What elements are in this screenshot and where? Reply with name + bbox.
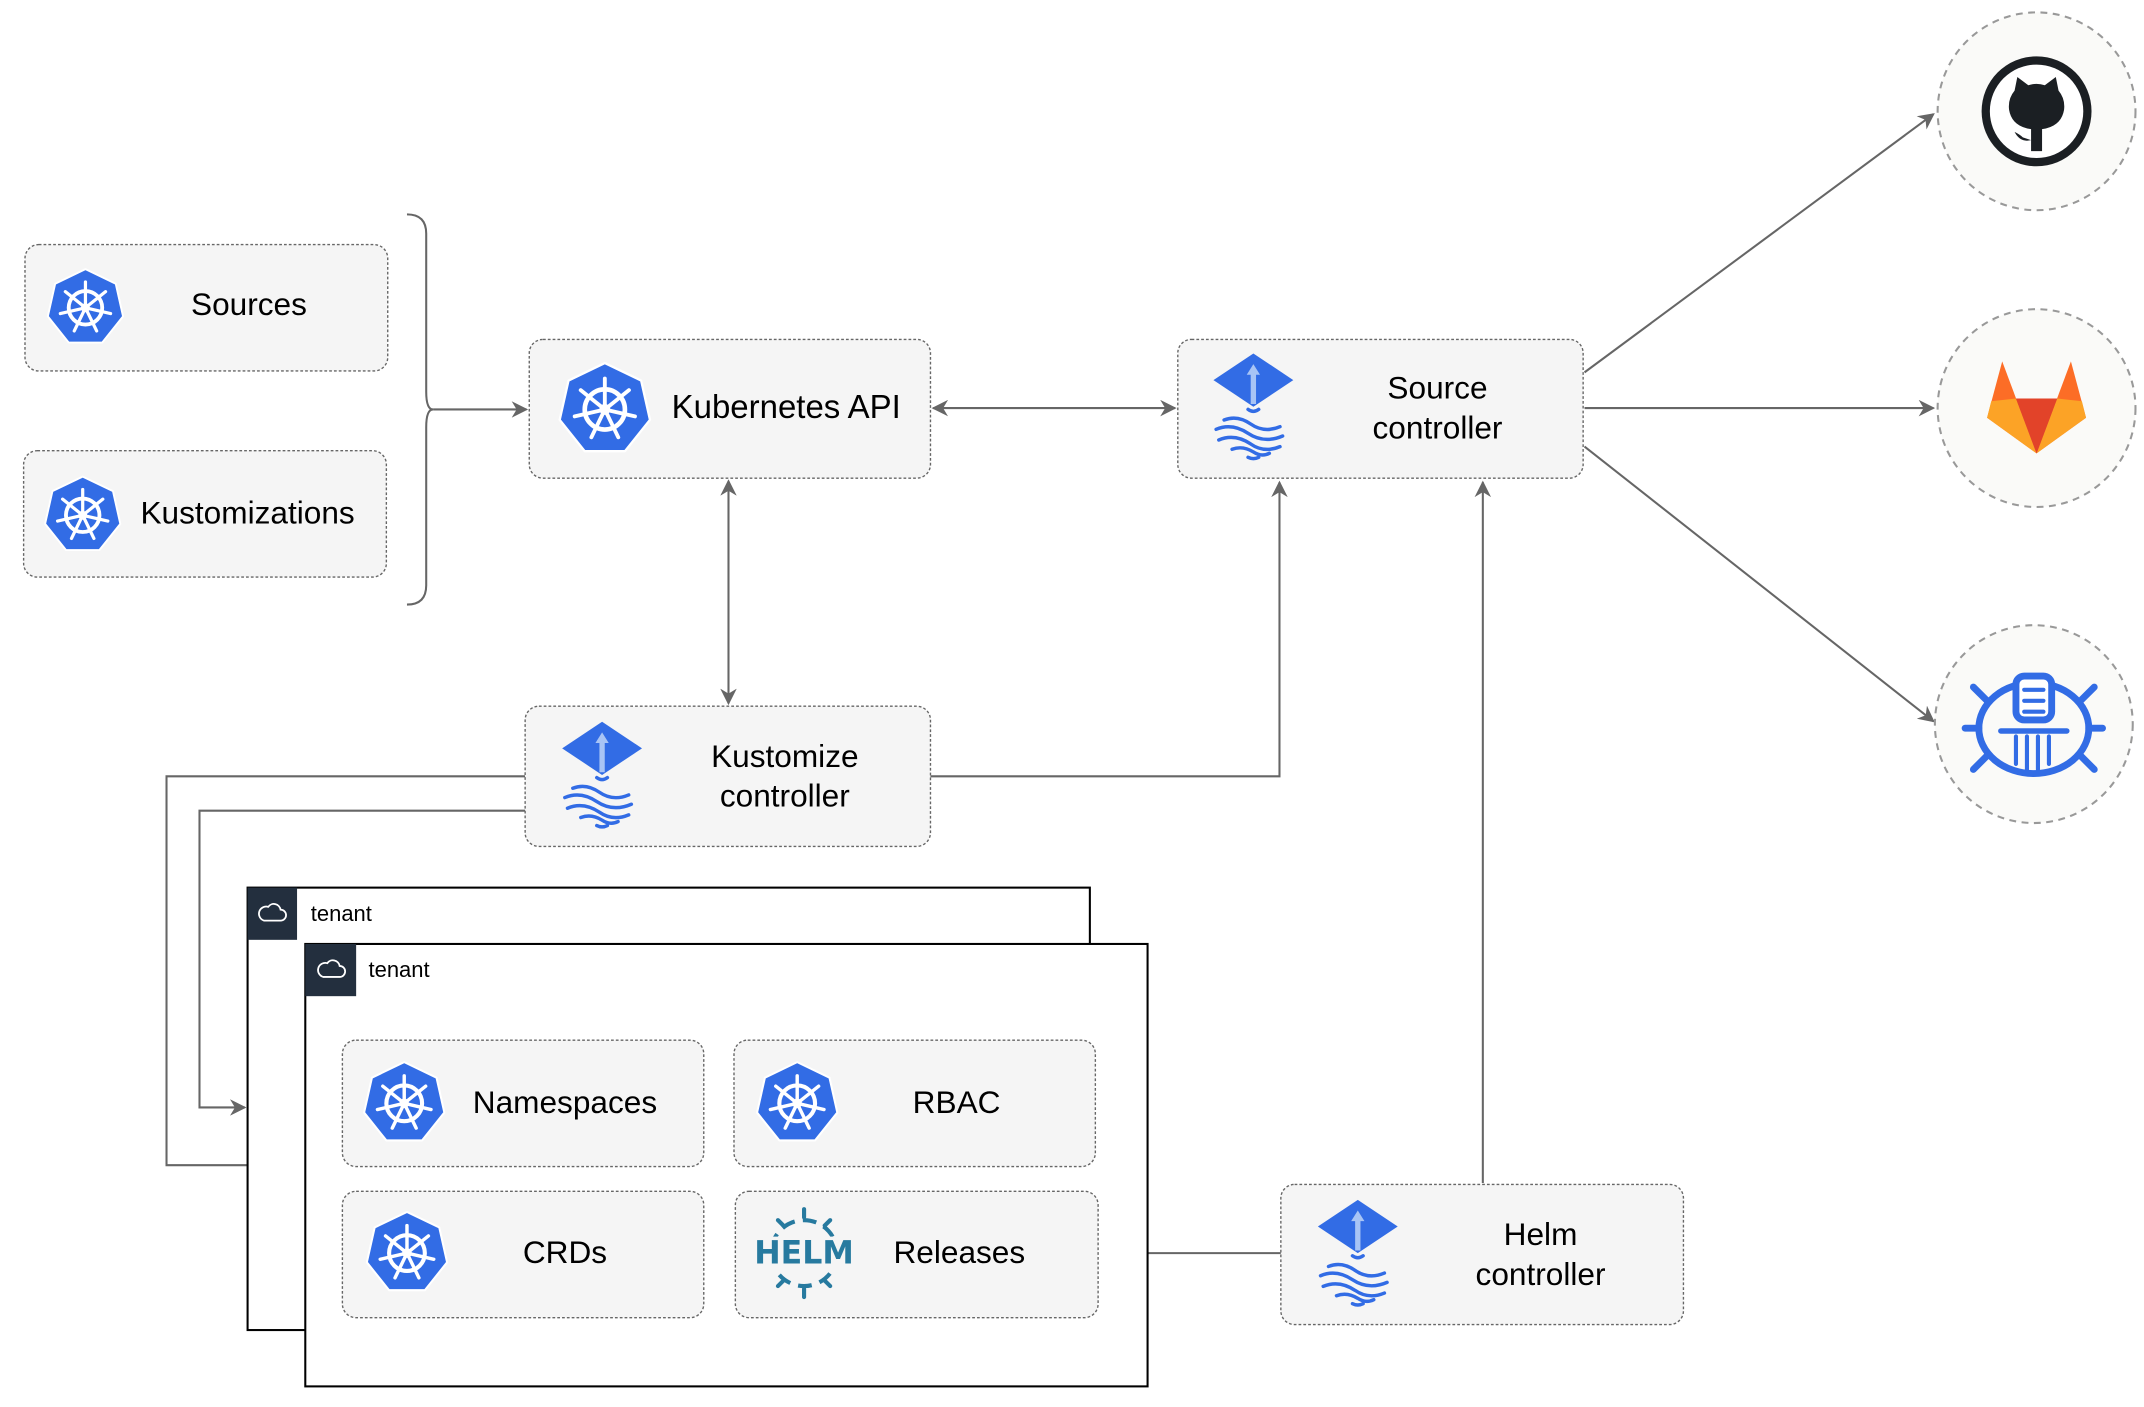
node-kubernetes-api[interactable]: Kubernetes API (528, 338, 932, 479)
brace-connector (406, 213, 434, 606)
node-label-line1: Kustomize (711, 738, 858, 774)
node-label: Kustomizations (140, 495, 354, 531)
edge-source-to-bucket (1583, 445, 1935, 723)
node-label-line1: Source (1387, 370, 1487, 406)
tenant-label: tenant (311, 901, 372, 926)
tenant-header-badge (247, 887, 298, 940)
node-rbac[interactable]: RBAC (733, 1039, 1097, 1168)
edge-source-to-github (1583, 113, 1935, 374)
node-label: Namespaces (473, 1084, 657, 1120)
edge-kustomize-to-source-controller (930, 480, 1288, 778)
external-bucket[interactable] (1933, 624, 2134, 825)
github-icon (1981, 56, 2092, 167)
node-label-line1: Helm (1504, 1216, 1578, 1252)
edge-kustomize-to-tenant-back (198, 809, 526, 1116)
external-gitlab[interactable] (1936, 308, 2137, 509)
node-helm-controller[interactable]: Helm controller (1280, 1183, 1685, 1326)
helm-icon: HELM (754, 1207, 854, 1300)
helm-logo-text: HELM (754, 1235, 854, 1271)
edges (165, 113, 1936, 1262)
node-label: RBAC (913, 1084, 1001, 1120)
edge-kustomize-to-tenant-front (165, 775, 526, 1174)
tenant-label: tenant (369, 957, 430, 982)
node-crds[interactable]: CRDs (341, 1190, 705, 1319)
tenant-header-badge (305, 943, 357, 997)
node-label-line2: controller (1476, 1256, 1606, 1292)
gitlab-icon (1987, 361, 2087, 454)
node-namespaces[interactable]: Namespaces (341, 1039, 705, 1168)
node-label: Releases (893, 1234, 1025, 1270)
node-sources[interactable]: Sources (24, 243, 389, 372)
node-source-controller[interactable]: Source controller (1177, 338, 1584, 479)
external-github[interactable] (1936, 11, 2137, 212)
node-label: Sources (191, 286, 307, 322)
node-kustomizations[interactable]: Kustomizations (22, 449, 388, 578)
bucket-icon (1961, 672, 2106, 778)
node-kustomize-controller[interactable]: Kustomize controller (524, 705, 932, 848)
node-releases[interactable]: HELM Releases (734, 1190, 1099, 1319)
node-label: CRDs (523, 1234, 607, 1270)
node-label: Kubernetes API (672, 388, 901, 425)
node-label-line2: controller (720, 778, 850, 814)
node-label-line2: controller (1373, 409, 1503, 445)
